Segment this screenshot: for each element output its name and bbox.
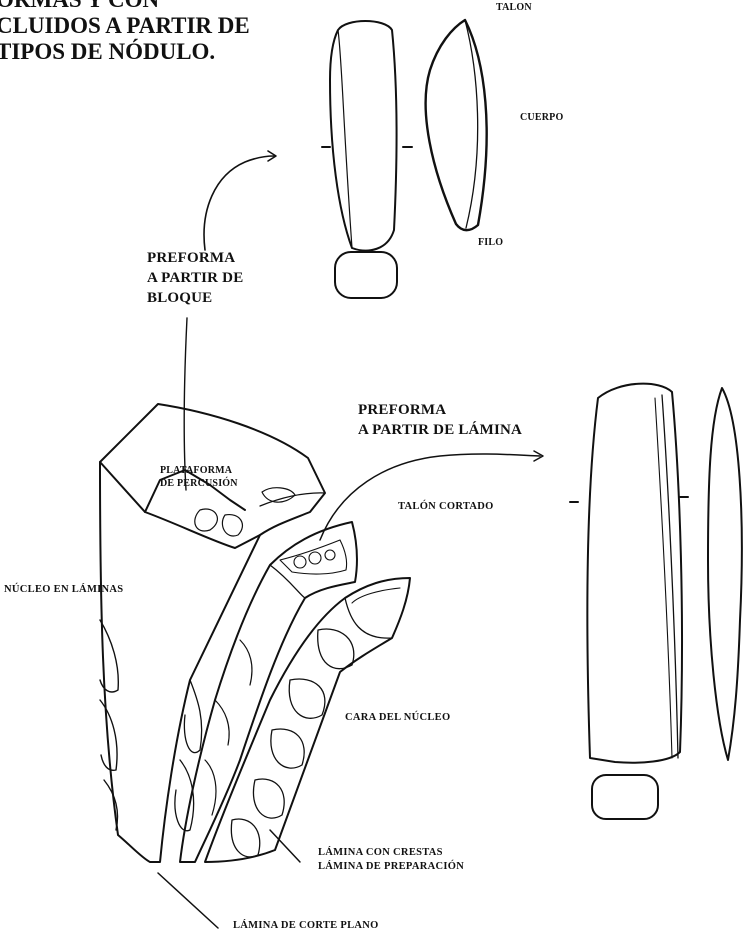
blade-preform-section [592, 775, 658, 819]
label-preforma-lamina-1: PREFORMA [358, 402, 446, 419]
label-nucleo-laminas: NÚCLEO EN LÁMINAS [4, 584, 123, 596]
blade-preform-front-view [587, 384, 682, 763]
leader-flat-blade [158, 873, 218, 928]
blade-preform-side-view [708, 388, 742, 760]
crested-blade [180, 522, 357, 862]
title-line-3: TIPOS DE NÓDULO. [0, 39, 215, 65]
title-line-1: ORMAS Y CON [0, 0, 159, 13]
label-preforma-bloque-3: BLOQUE [147, 290, 212, 307]
leader-crest-blade [270, 830, 300, 862]
label-lamina-crestas: LÁMINA CON CRESTAS [318, 847, 443, 859]
label-lamina-preparacion: LÁMINA DE PREPARACIÓN [318, 861, 464, 873]
label-talon-cortado: TALÓN CORTADO [398, 501, 494, 513]
label-preforma-lamina-2: A PARTIR DE LÁMINA [358, 422, 522, 439]
block-preform-section [335, 252, 397, 298]
block-preform-front-view [330, 21, 396, 251]
label-plataforma-2: DE PERCUSIÓN [160, 478, 238, 490]
label-preforma-bloque-2: A PARTIR DE [147, 270, 243, 287]
label-preforma-bloque-1: PREFORMA [147, 250, 235, 267]
label-cara-nucleo: CARA DEL NÚCLEO [345, 712, 450, 724]
label-lamina-corte-plano: LÁMINA DE CORTE PLANO [233, 920, 379, 932]
label-talon: TALON [496, 2, 532, 14]
title-line-2: CLUIDOS A PARTIR DE [0, 13, 250, 39]
label-plataforma-1: PLATAFORMA [160, 465, 232, 477]
label-filo: FILO [478, 237, 503, 249]
label-cuerpo: CUERPO [520, 112, 563, 124]
arrow-block-to-preform [204, 156, 274, 250]
block-preform-side-view [426, 20, 487, 230]
